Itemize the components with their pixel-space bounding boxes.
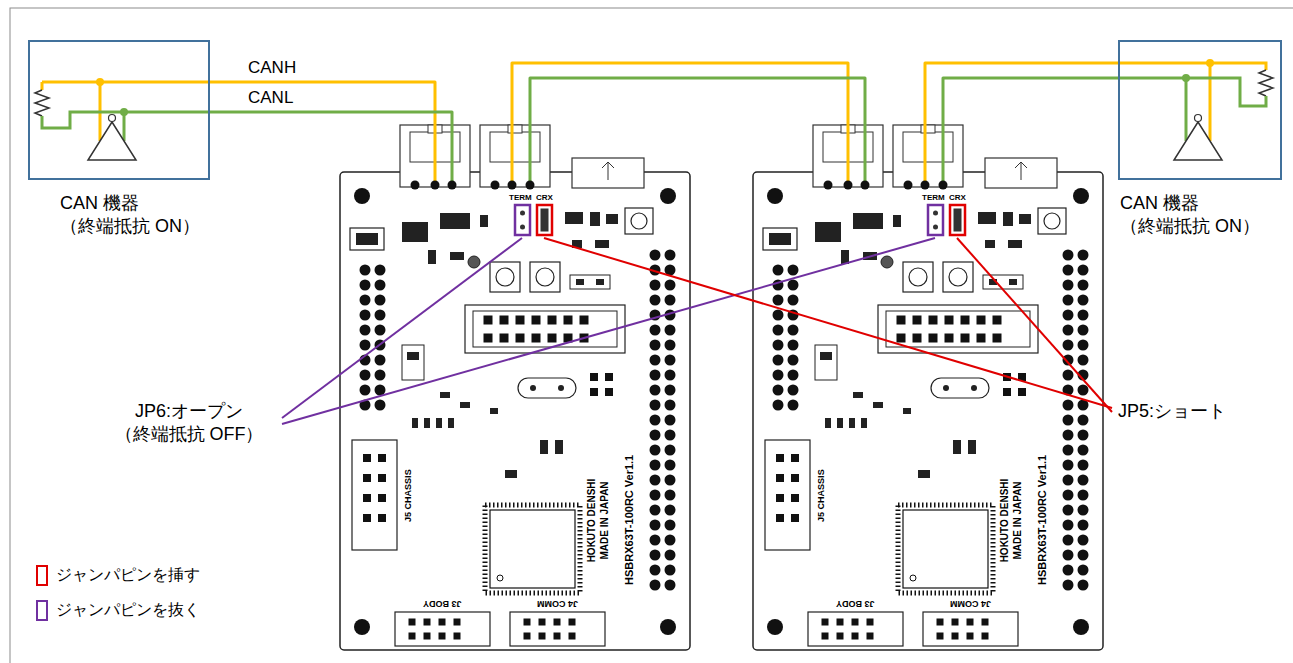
board-model-text: HSBRX63T-100RC Ver1.1 (623, 455, 637, 585)
legend-text: ジャンパピンを抜く (56, 600, 200, 621)
board-model-text: HSBRX63T-100RC Ver1.1 (1036, 455, 1050, 585)
driver-symbol (88, 122, 136, 160)
legend-item: ジャンパピンを挿す (36, 565, 200, 586)
leader-line (544, 238, 1112, 408)
signal-wire (530, 78, 865, 172)
board-area: HSBRX63T-100RC Ver1.1 HOKUTO DENSHI MADE … (340, 172, 690, 650)
signal-wire (943, 78, 1118, 172)
driver-symbol (1174, 122, 1222, 160)
silkscreen-label: TERM (922, 193, 945, 203)
can-device-box: CAN 機器 （終端抵抗 ON） (1118, 40, 1282, 180)
wire-junction (1206, 59, 1214, 67)
callout-label: JP6:オープン （終端抵抗 OFF） (100, 400, 278, 445)
signal-name: CANH (248, 57, 296, 78)
page-frame (10, 8, 1293, 663)
board-right (753, 125, 1103, 650)
silkscreen-label: J4 COMM (950, 598, 991, 609)
signal-wire (210, 82, 435, 172)
silkscreen-label: J5 CHASSIS (402, 469, 413, 522)
wire-junction (1182, 74, 1190, 82)
device-label: CAN 機器 （終端抵抗 ON） (60, 192, 225, 237)
resistor-symbol (35, 90, 49, 116)
silkscreen-label: TERM (509, 193, 532, 203)
silkscreen-label: J5 CHASSIS (815, 469, 826, 522)
signal-wire (925, 63, 1118, 172)
signal-name: CANL (248, 87, 293, 108)
leader-line (282, 238, 935, 424)
wire-junction (120, 108, 128, 116)
maker-text: HOKUTO DENSHI MADE IN JAPAN (586, 470, 611, 570)
legend-swatch (36, 600, 48, 621)
board-left (340, 125, 690, 650)
can-device-internals (1118, 59, 1273, 160)
legend-text: ジャンパピンを挿す (56, 565, 200, 586)
board-area: HSBRX63T-100RC Ver1.1 HOKUTO DENSHI MADE … (753, 172, 1103, 650)
can-device-internals (35, 78, 210, 160)
can-device-box: CAN 機器 （終端抵抗 ON） (28, 40, 210, 180)
silkscreen-label: J4 COMM (537, 598, 578, 609)
legend-item: ジャンパピンを抜く (36, 600, 200, 621)
callout-label: JP5:ショート (1118, 400, 1226, 423)
silkscreen-label: J3 BODY (423, 598, 462, 609)
canh-wire (42, 82, 210, 141)
leader-line (282, 238, 522, 418)
signal-wire (210, 112, 452, 172)
device-label: CAN 機器 （終端抵抗 ON） (1120, 192, 1285, 237)
resistor-symbol (1259, 70, 1273, 96)
silkscreen-label: CRX (949, 193, 966, 203)
leader-line (957, 238, 1112, 412)
silkscreen-label: J3 BODY (836, 598, 875, 609)
driver-bubble (109, 115, 116, 122)
canh-wire (1118, 63, 1266, 141)
canl-wire (42, 112, 210, 141)
wire-junction (96, 78, 104, 86)
maker-text: HOKUTO DENSHI MADE IN JAPAN (999, 470, 1024, 570)
legend-swatch (36, 565, 48, 586)
driver-bubble (1195, 115, 1202, 122)
leader-lines (282, 238, 1112, 424)
silkscreen-label: CRX (536, 193, 553, 203)
